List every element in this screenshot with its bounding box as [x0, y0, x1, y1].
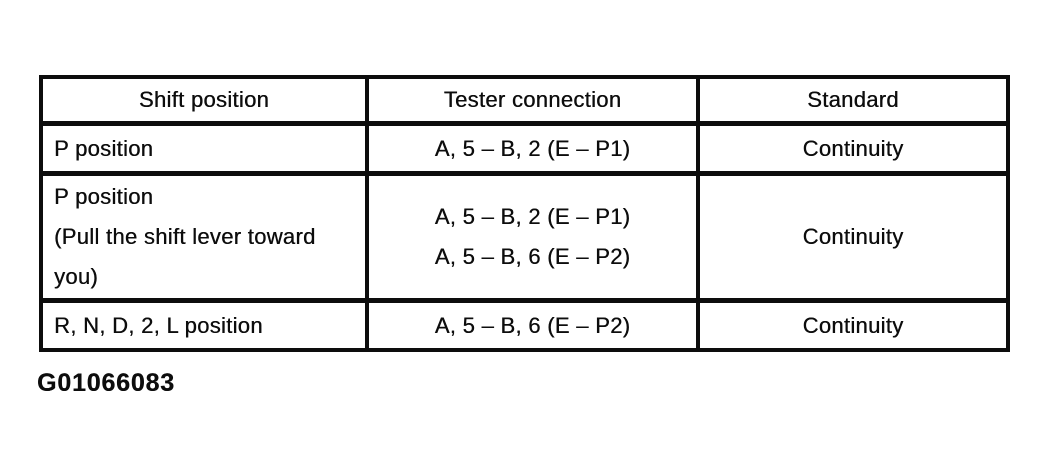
- column-header-shift-position: Shift position: [43, 79, 365, 121]
- cell-row2-tester-connection: A, 5 – B, 2 (E – P1) A, 5 – B, 6 (E – P2…: [369, 176, 696, 298]
- cell-row3-standard: Continuity: [700, 303, 1006, 348]
- column-header-tester-connection: Tester connection: [369, 79, 696, 121]
- cell-row2-standard: Continuity: [700, 176, 1006, 298]
- cell-row2-shift-position: P position (Pull the shift lever toward …: [43, 176, 365, 298]
- cell-row1-tester-connection: A, 5 – B, 2 (E – P1): [369, 126, 696, 171]
- text-line: A, 5 – B, 6 (E – P2): [434, 244, 631, 269]
- column-header-standard: Standard: [700, 79, 1006, 121]
- text-line: P position: [54, 184, 154, 209]
- continuity-check-table: Shift position Tester connection Standar…: [39, 75, 1010, 352]
- cell-row3-tester-connection: A, 5 – B, 6 (E – P2): [369, 303, 696, 348]
- cell-row1-shift-position: P position: [43, 126, 365, 171]
- cell-row1-standard: Continuity: [700, 126, 1006, 171]
- text-line: (Pull the shift lever toward: [54, 224, 316, 249]
- cell-row3-shift-position: R, N, D, 2, L position: [43, 303, 365, 348]
- text-line: you): [54, 264, 98, 289]
- text-line: A, 5 – B, 2 (E – P1): [434, 204, 631, 229]
- tester-connection-lines: A, 5 – B, 2 (E – P1) A, 5 – B, 6 (E – P2…: [435, 197, 631, 277]
- figure-id-caption: G01066083: [37, 369, 175, 397]
